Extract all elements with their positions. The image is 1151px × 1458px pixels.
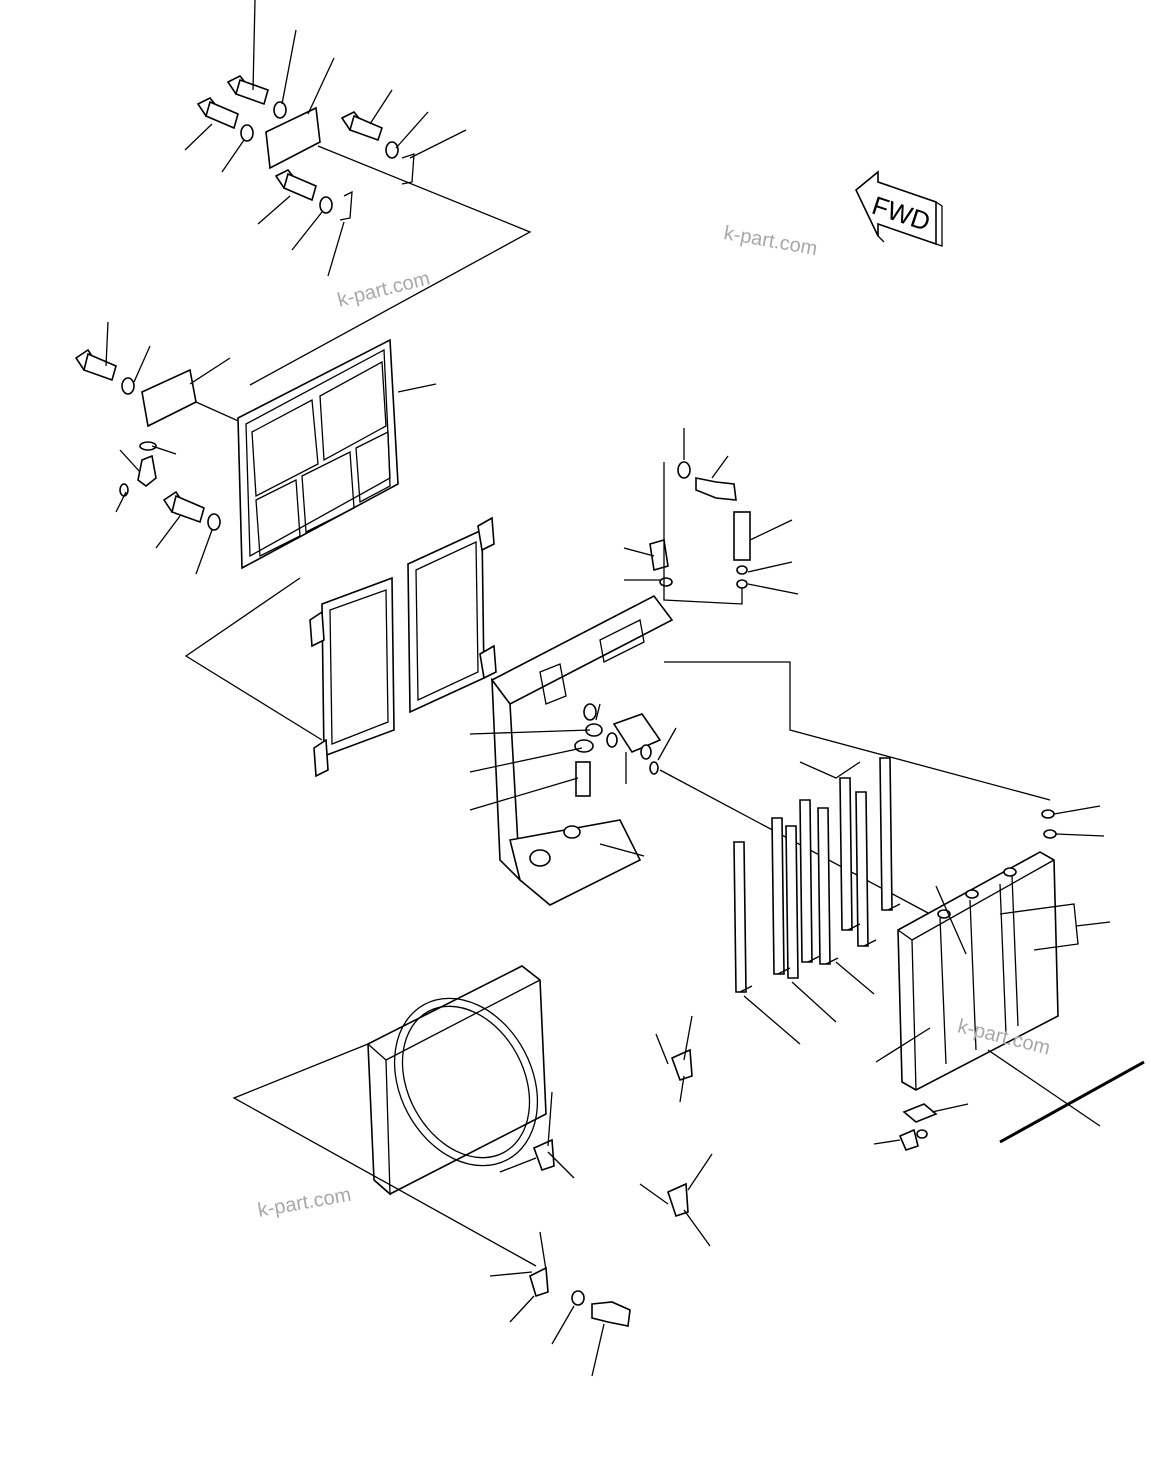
nut <box>736 579 748 589</box>
fwd-arrow-icon: FWD <box>855 170 943 247</box>
left-bracket-assembly <box>74 321 331 575</box>
bolt <box>196 96 239 130</box>
washer <box>121 377 135 395</box>
bolt <box>695 477 737 501</box>
bracket-plate <box>265 106 321 170</box>
bolt <box>74 348 117 382</box>
bolt <box>226 74 269 106</box>
center-frame <box>490 594 1051 906</box>
clip <box>339 190 353 221</box>
upper-right-bracket-assembly <box>623 428 799 605</box>
washer <box>207 513 221 531</box>
shroud-frame <box>237 338 437 570</box>
bolt <box>274 168 317 202</box>
bottom-bracket-assembly <box>489 1015 713 1377</box>
elbow-fitting <box>137 454 157 488</box>
clip <box>401 153 415 185</box>
intercooler-right <box>407 516 497 714</box>
seal-strips <box>733 757 901 1045</box>
bolt <box>162 490 205 524</box>
o-ring <box>139 441 157 451</box>
washer <box>736 565 748 575</box>
bracket-plate <box>141 368 197 428</box>
bolt <box>591 1301 631 1327</box>
bolt <box>733 511 751 561</box>
radiator-mount-parts <box>873 1060 1145 1151</box>
washer <box>273 101 287 119</box>
nut <box>659 577 673 587</box>
washer <box>319 196 333 214</box>
washer <box>240 124 254 142</box>
intercooler-left <box>184 576 395 778</box>
bolt <box>340 110 383 142</box>
o-ring <box>119 483 129 497</box>
radiator-core <box>875 805 1111 1127</box>
top-bracket-assembly <box>184 0 532 386</box>
fan-shroud <box>232 965 547 1267</box>
washer <box>1043 829 1057 839</box>
washer <box>571 1290 585 1306</box>
washer <box>385 141 399 159</box>
nut <box>1041 809 1055 819</box>
washer <box>677 461 691 479</box>
